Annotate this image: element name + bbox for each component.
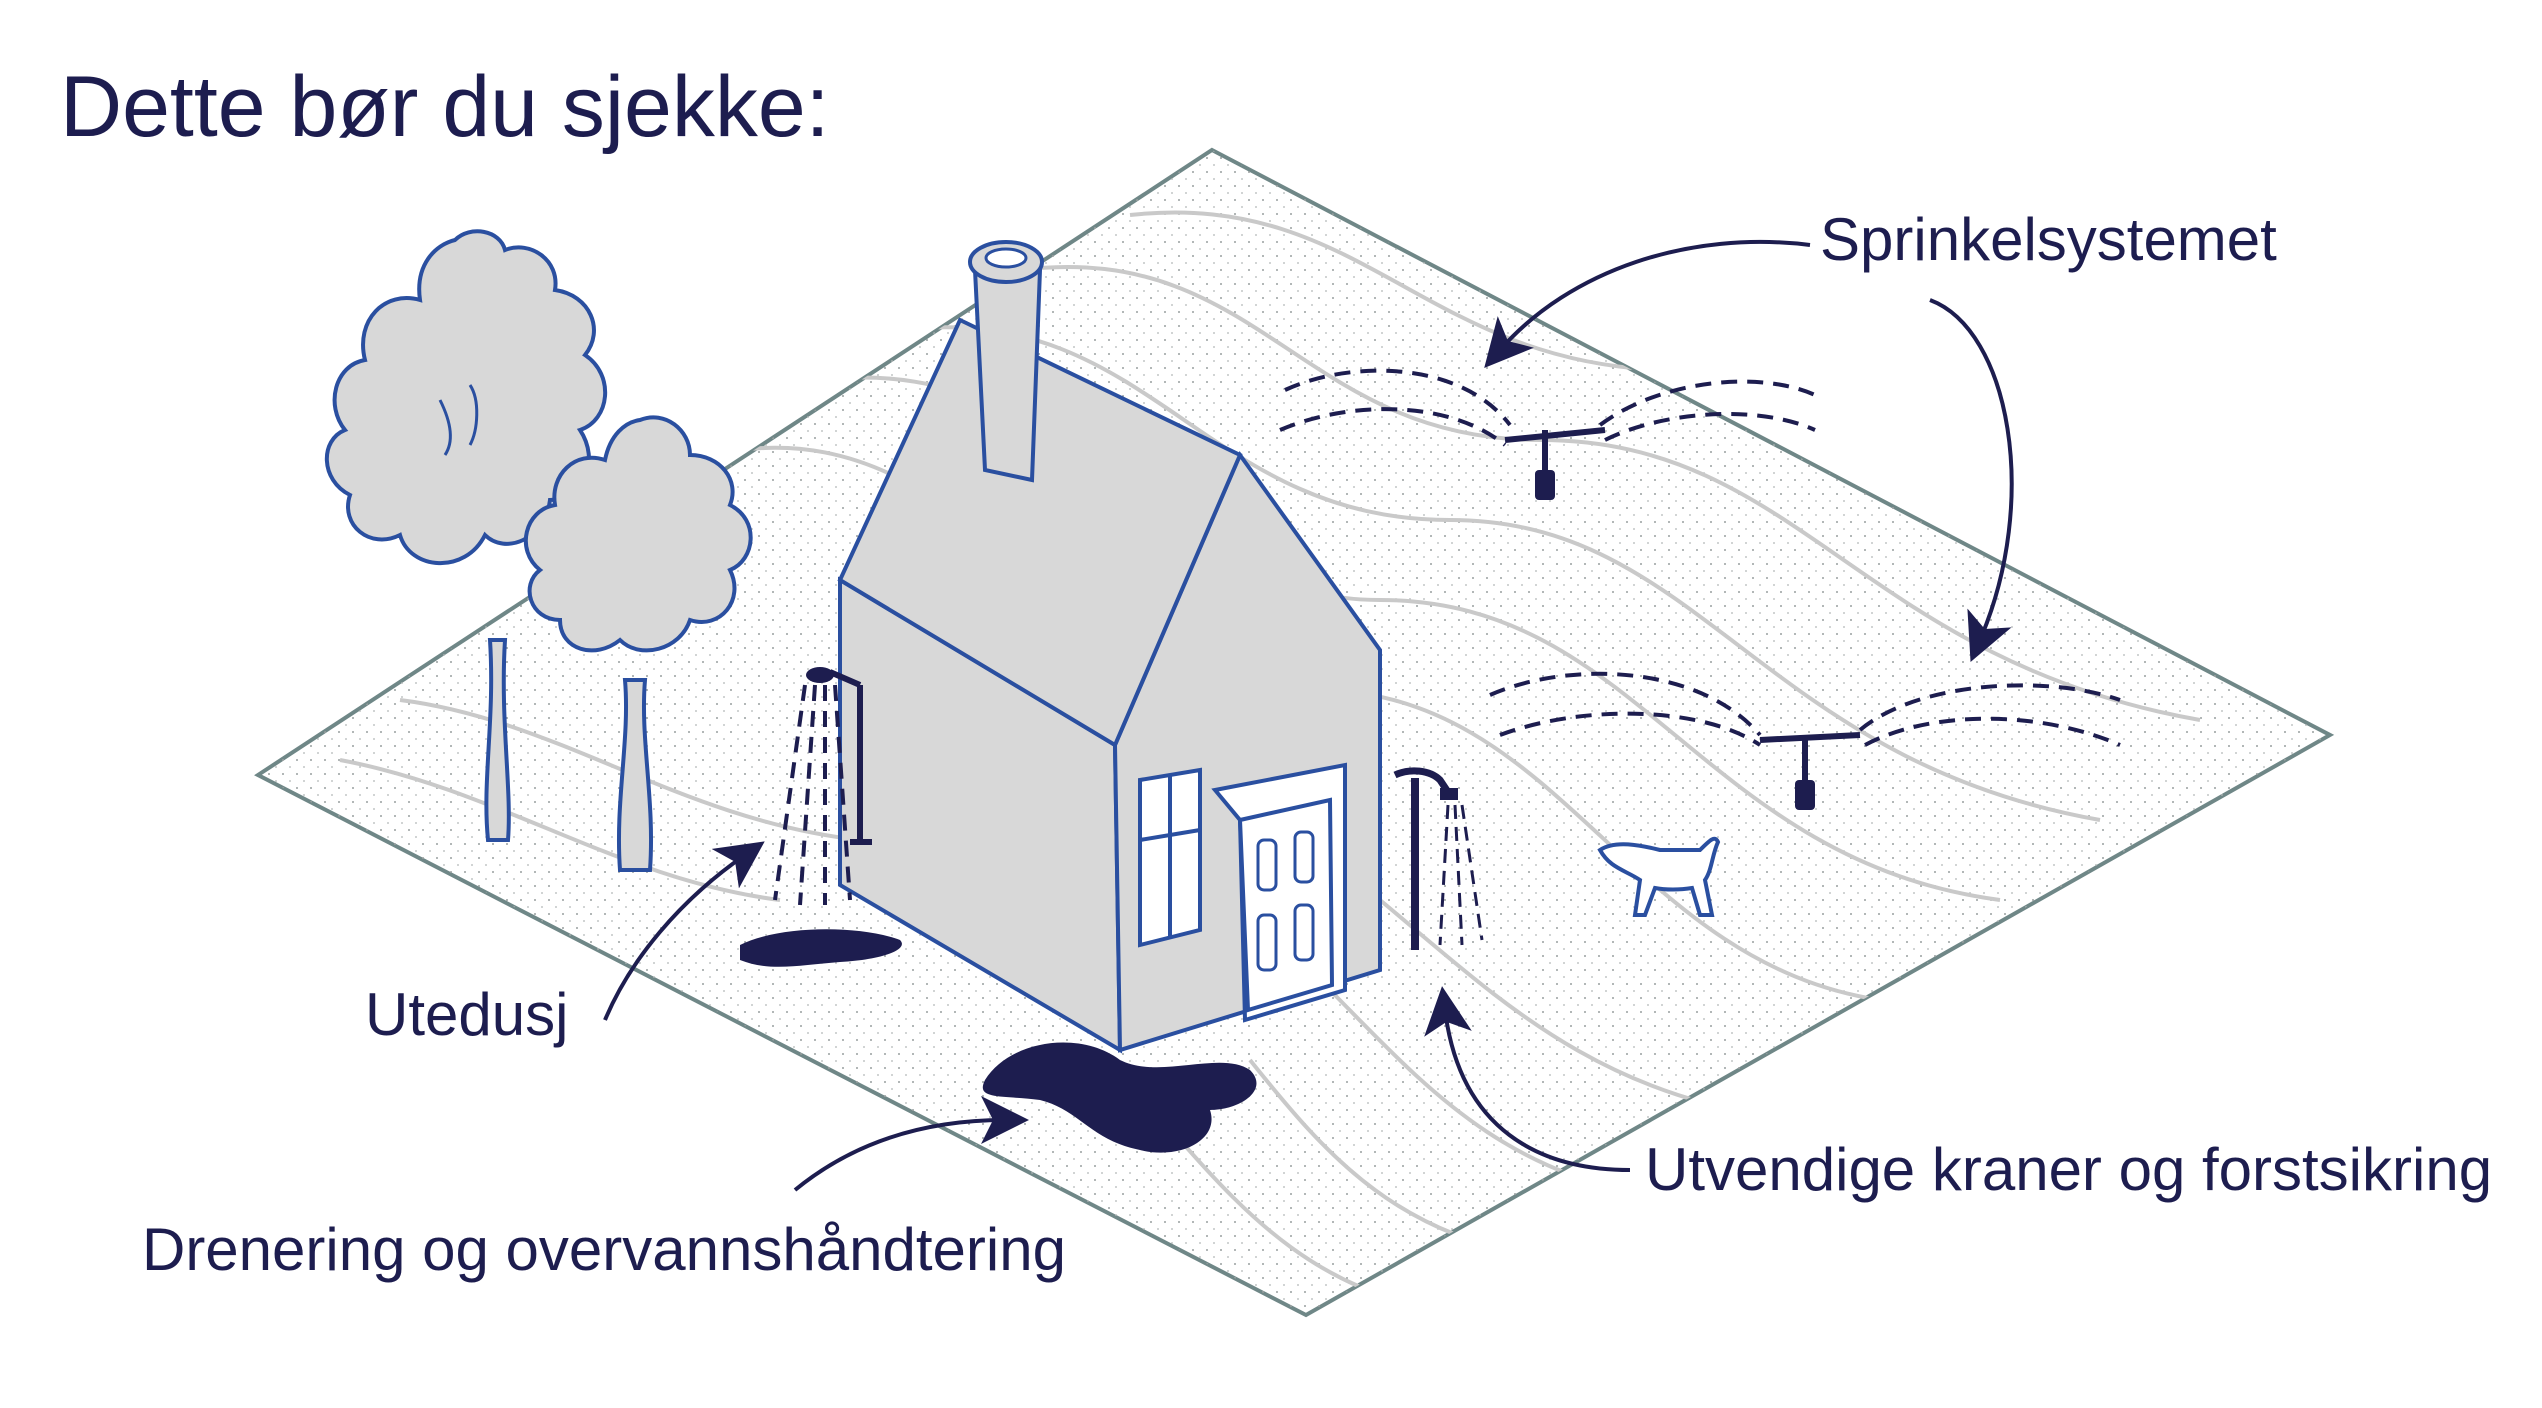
label-outdoor-taps: Utvendige kraner og forstsikring	[1645, 1136, 2493, 1203]
outdoor-tap-icon	[1393, 767, 1484, 950]
label-outdoor-shower: Utedusj	[365, 981, 569, 1048]
window-icon	[1138, 767, 1202, 948]
house-icon	[837, 240, 1382, 1054]
sprinkler-top-icon	[1279, 368, 1816, 500]
label-drainage: Drenering og overvannshåndtering	[142, 1216, 1066, 1283]
tree-right-icon	[523, 415, 753, 872]
tree-left-icon	[324, 229, 608, 842]
sprinkler-bottom-icon	[1489, 671, 2121, 810]
label-sprinkler: Sprinkelsystemet	[1820, 206, 2277, 273]
dog-icon	[1597, 836, 1721, 917]
page-title: Dette bør du sjekke:	[60, 59, 830, 155]
arrow-drainage	[793, 1096, 1029, 1192]
arrow-sprinkler-2	[1929, 298, 2014, 663]
puddle-icon	[982, 1042, 1257, 1153]
door-icon	[1211, 762, 1347, 1023]
annotation-arrows	[603, 239, 2014, 1192]
outdoor-shower-icon	[740, 667, 902, 967]
arrow-tap	[1424, 986, 1631, 1172]
arrow-sprinkler-1	[1484, 239, 1811, 369]
arrow-shower	[603, 841, 765, 1021]
